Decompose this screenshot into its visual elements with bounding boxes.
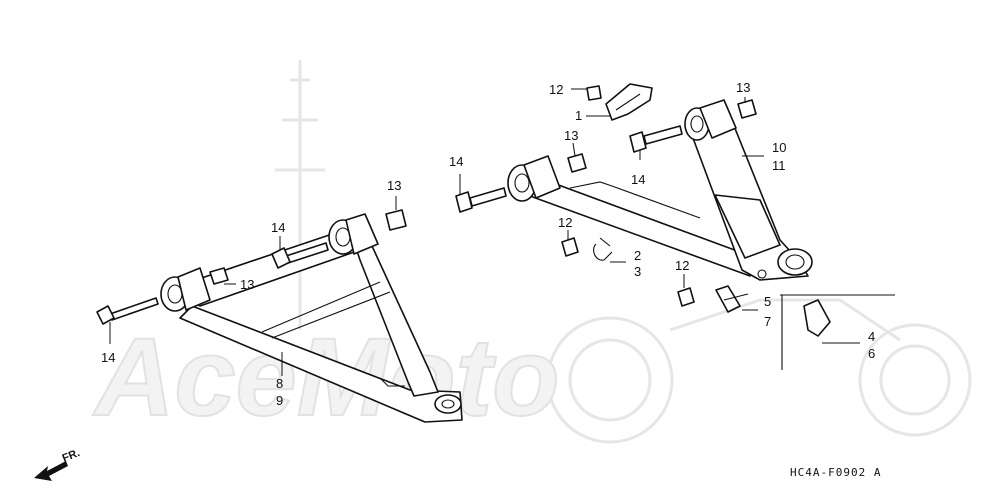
callout-10: 10	[772, 140, 786, 155]
nut-13-lower-top	[385, 209, 407, 231]
callout-7: 7	[764, 314, 771, 329]
callout-11: 11	[772, 158, 786, 173]
callout-13-lower: 13	[240, 277, 254, 292]
leader-lines	[109, 88, 860, 376]
front-direction-indicator: FR.	[34, 447, 82, 481]
bolt-14-lower-left	[96, 297, 159, 325]
nut-13-lower	[209, 267, 229, 285]
front-arrow-icon	[34, 461, 68, 481]
upper-a-arm	[507, 99, 813, 281]
bolt-14-upper-left	[455, 187, 507, 213]
clamp-4-6	[780, 294, 895, 370]
callout-12-top: 12	[549, 82, 563, 97]
callout-14-lower-left: 14	[101, 350, 115, 365]
callout-8: 8	[276, 376, 283, 391]
callout-13-lower-top: 13	[387, 178, 401, 193]
nut-13-upper-right	[737, 99, 757, 119]
bolt-12-lower	[677, 287, 695, 307]
nut-13-upper	[567, 153, 587, 173]
diagram-code: HC4A-F0902 A	[790, 466, 881, 479]
callout-14-upper-left: 14	[449, 154, 463, 169]
bracket-1	[605, 83, 653, 121]
callout-9: 9	[276, 393, 283, 408]
callout-14-lower-mid: 14	[271, 220, 285, 235]
callout-3: 3	[634, 264, 641, 279]
clip-2-3	[593, 237, 613, 261]
callout-6: 6	[868, 346, 875, 361]
callout-14-upper: 14	[631, 172, 645, 187]
bolt-12-mid	[561, 237, 579, 257]
callout-5: 5	[764, 294, 771, 309]
callout-12-lower: 12	[675, 258, 689, 273]
callout-4: 4	[868, 329, 875, 344]
clamp-5-7	[715, 285, 749, 313]
bolt-14-lower-mid	[271, 242, 329, 269]
callout-13-upper: 13	[564, 128, 578, 143]
watermark: AceMoto	[91, 60, 972, 444]
bolt-12-top	[586, 85, 602, 101]
callout-labels: 12 1 13 10 11 13 14 14 12 2 3 12 5 7 4 6…	[101, 80, 875, 408]
callout-2: 2	[634, 248, 641, 263]
callout-13-upper-right: 13	[736, 80, 750, 95]
callout-12-mid: 12	[558, 215, 572, 230]
front-direction-label: FR.	[61, 447, 82, 465]
callout-1: 1	[575, 108, 582, 123]
bolt-14-upper	[629, 125, 683, 153]
